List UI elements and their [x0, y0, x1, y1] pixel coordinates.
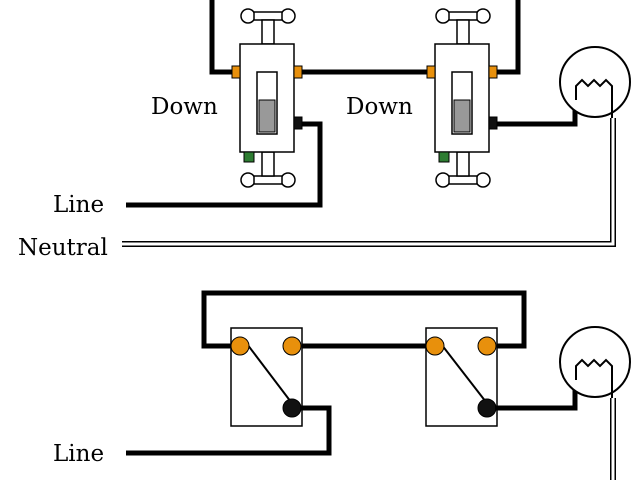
top-line-label: Line [53, 192, 104, 218]
bottom-traveler-loop-wire [201, 290, 527, 349]
bottom-switch-1-traveler-terminal-right [282, 336, 302, 356]
bottom-switch-2-traveler-terminal-left [425, 336, 445, 356]
top-switch-1-label: Down [151, 94, 218, 120]
bottom-load-wire [495, 380, 578, 411]
top-lamp-icon [559, 46, 631, 118]
top-switch-1-traveler-terminal-left [231, 65, 241, 79]
bottom-switch-2 [425, 327, 498, 427]
top-switch-2-top-ear [435, 8, 491, 45]
top-switch-2 [426, 8, 498, 188]
top-diagram: Down Down Line Neutral [18, 0, 631, 261]
top-switch-2-common-terminal [488, 116, 498, 130]
top-switch-1-top-ear [240, 8, 296, 45]
top-switch-1-common-terminal [293, 116, 303, 130]
top-switch-2-traveler-terminal-left [426, 65, 436, 79]
top-neutral-label: Neutral [18, 235, 108, 261]
bottom-lamp-icon [559, 326, 631, 398]
bottom-switch-1-contact-arm [243, 339, 292, 403]
top-switch-2-label: Down [346, 94, 413, 120]
top-traveler-loop-wire [209, 0, 240, 75]
bottom-diagram: Line [53, 290, 631, 480]
top-switch-2-bottom-ear [435, 151, 491, 188]
bottom-switch-2-common-terminal [477, 398, 497, 418]
bottom-switch-1-traveler-terminal-left [230, 336, 250, 356]
top-switch-1-toggle-lever [258, 99, 276, 133]
top-switch-2-traveler-terminal-right [488, 65, 498, 79]
top-load-wire [497, 100, 578, 127]
bottom-line-wire [126, 405, 332, 456]
top-line-wire [126, 121, 323, 208]
top-switch-1-traveler-terminal-right [293, 65, 303, 79]
top-neutral-wire-inner [122, 118, 615, 246]
top-switch-1 [231, 8, 303, 188]
top-traveler-right-wire [490, 0, 521, 75]
top-switch-2-ground-terminal [438, 151, 450, 163]
bottom-switch-2-traveler-terminal-right [477, 336, 497, 356]
top-switch-1-ground-terminal [243, 151, 255, 163]
bottom-switch-1 [230, 327, 303, 427]
top-neutral-wire-outer [122, 118, 616, 247]
bottom-line-label: Line [53, 441, 104, 467]
bottom-switch-2-contact-arm [437, 339, 487, 403]
bottom-switch-1-common-terminal [282, 398, 302, 418]
top-switch-2-toggle-lever [453, 99, 471, 133]
